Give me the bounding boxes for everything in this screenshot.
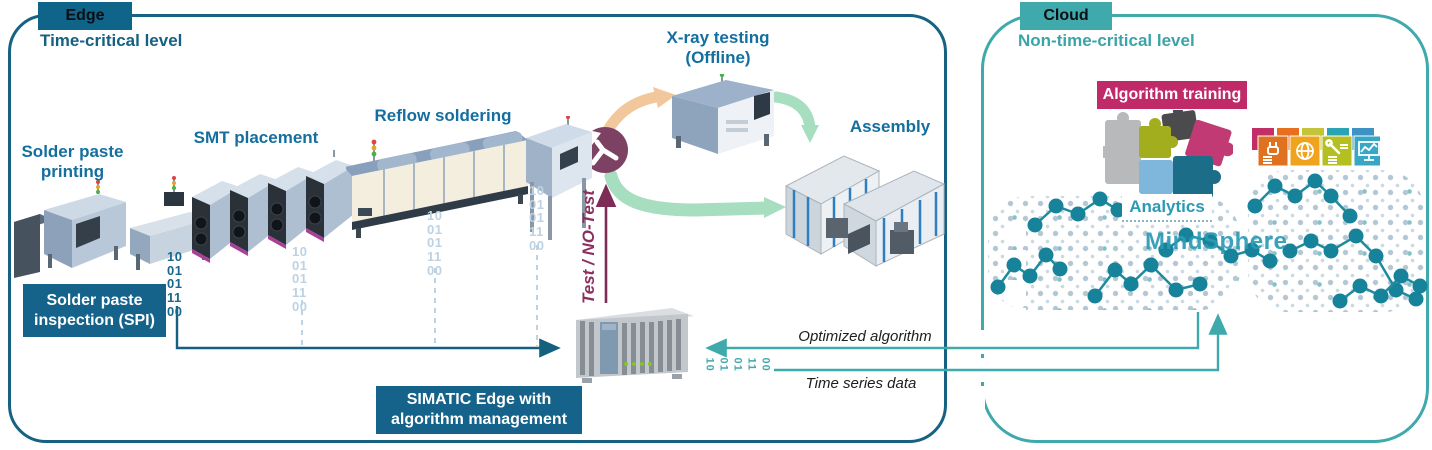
solder-paste-printer-illustration: [14, 180, 126, 278]
binary-column-reflow: 10 01 01 11 00: [427, 208, 443, 278]
xray-route-arrow: [602, 87, 676, 136]
test-branch-icon: [582, 127, 628, 173]
algorithm-training-box: Algorithm training: [1097, 81, 1247, 109]
time-series-data-line: [774, 313, 1228, 372]
edge-level-label: Time-critical level: [40, 31, 183, 50]
optimized-algorithm-label: Optimized algorithm: [798, 328, 932, 345]
reflow-oven-illustration: [346, 131, 528, 238]
binary-column-aoi: 10 01 01 11 00: [529, 183, 545, 253]
xray-testing-label: X-ray testing (Offline): [666, 28, 770, 68]
no-test-to-assembly-arrow: [604, 169, 786, 218]
app-tile-monitor-icon: [1353, 135, 1380, 167]
edge-zone-border: [8, 14, 947, 443]
time-series-binary: 10 01 01 11 00: [700, 355, 772, 373]
cloud-level-label: Non-time-critical level: [1018, 31, 1195, 50]
app-tile-tools-icon: [1321, 135, 1353, 167]
algorithm-puzzle-illustration: [1103, 110, 1233, 200]
crossing-gap-blocks: [965, 224, 1026, 410]
edge-tab: Edge: [38, 2, 132, 30]
smt-placement-label: SMT placement: [193, 128, 319, 147]
test-no-test-label: Test / NO-Test: [579, 190, 598, 304]
reflow-soldering-label: Reflow soldering: [374, 106, 512, 125]
cloud-zone-border: [981, 14, 1429, 443]
spi-callout-box: Solder paste inspection (SPI): [23, 284, 166, 337]
app-tile-energy-icon: [1257, 135, 1289, 167]
app-tile-globe-icon: [1289, 135, 1321, 167]
time-series-data-label: Time series data: [805, 375, 917, 392]
cloud-app-tiles: [1252, 128, 1380, 167]
station-dashed-data-lines: [301, 245, 538, 347]
xray-machine-illustration: [672, 74, 774, 154]
solder-paste-printing-label: Solder paste printing: [21, 142, 124, 182]
binary-column-smt: 10 01 01 11 00: [292, 244, 308, 314]
simatic-edge-callout-box: SIMATIC Edge with algorithm management: [376, 386, 582, 434]
aoi-inspection-illustration: [526, 116, 592, 240]
assembly-cell-illustration: [784, 155, 946, 267]
binary-column-spi: 10 01 01 11 00: [167, 249, 183, 319]
xray-to-assembly-arrow: [770, 91, 819, 143]
analytics-box: Analytics: [1122, 194, 1212, 222]
optimized-algorithm-line: [705, 312, 1200, 358]
spi-data-line: [175, 306, 561, 358]
cloud-tab: Cloud: [1020, 2, 1112, 30]
mindsphere-wordmark: MindSphere: [1145, 228, 1288, 255]
binary-group: 00: [759, 357, 772, 372]
smt-placement-illustration: [192, 150, 354, 263]
cloud-chart-lines: [990, 173, 1428, 309]
assembly-label: Assembly: [849, 117, 931, 136]
simatic-edge-device-illustration: [576, 308, 694, 383]
